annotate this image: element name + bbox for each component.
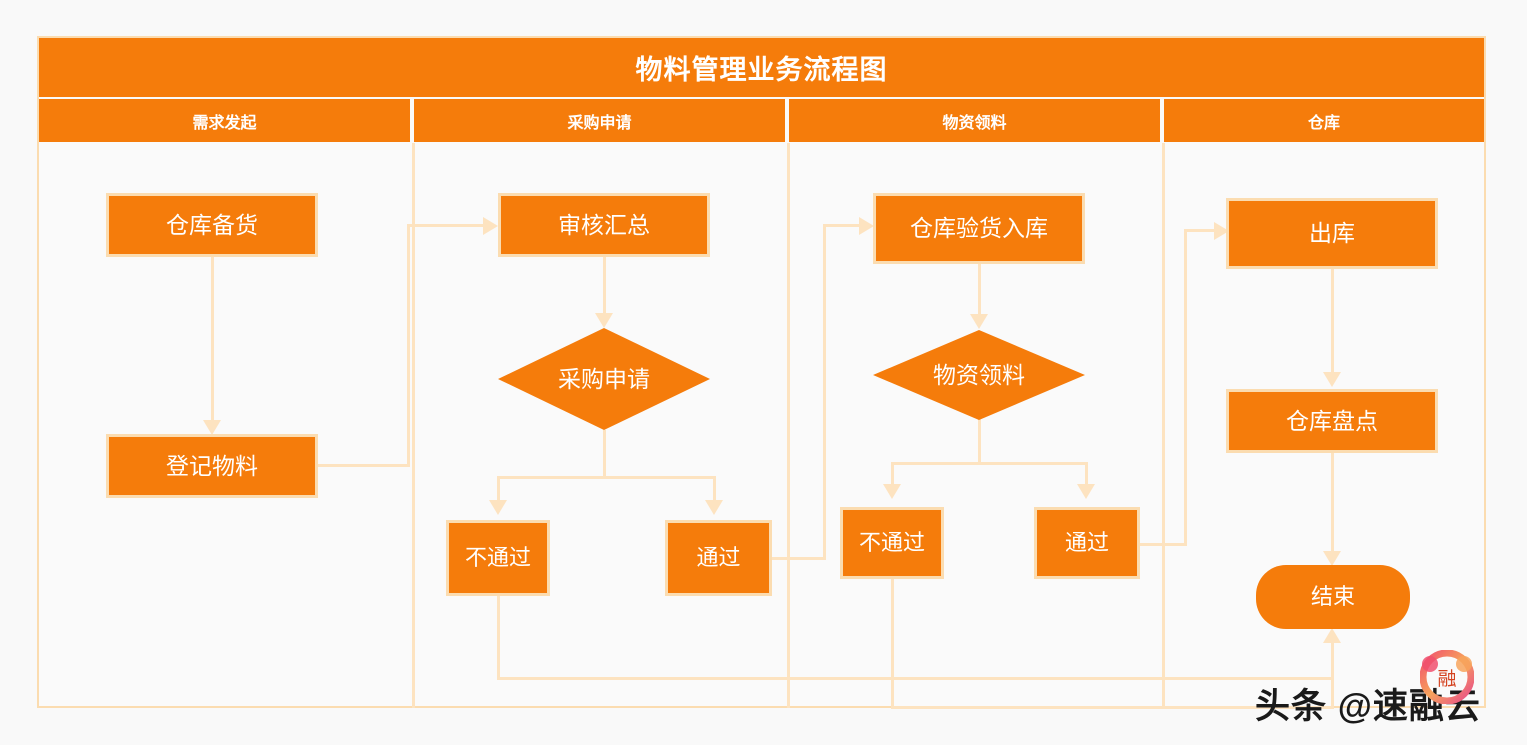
edge-line-n4-splitbar bbox=[497, 476, 715, 479]
edge-line-n2-n3-a bbox=[318, 464, 410, 467]
lane-divider-2 bbox=[787, 143, 790, 708]
node-register-material[interactable]: 登记物料 bbox=[106, 434, 318, 498]
lane-header-warehouse: 仓库 bbox=[1164, 99, 1484, 142]
edge-line-n4-split bbox=[603, 430, 606, 478]
node-outbound[interactable]: 出库 bbox=[1226, 198, 1438, 269]
edge-arrow-n4-n6 bbox=[705, 500, 723, 515]
lane-header-material: 物资领料 bbox=[789, 99, 1160, 142]
node-warehouse-stock[interactable]: 仓库备货 bbox=[106, 193, 318, 257]
diamond-shape-icon bbox=[498, 328, 710, 430]
edge-arrow-n6-n7 bbox=[859, 217, 874, 235]
diagram-title: 物料管理业务流程图 bbox=[39, 38, 1484, 97]
edge-arrow-n7-n8 bbox=[970, 314, 988, 329]
edge-line-n4-n6 bbox=[713, 476, 716, 503]
lane-divider-1 bbox=[412, 143, 415, 708]
node-purchase-approved[interactable]: 通过 bbox=[665, 520, 772, 596]
edge-arrow-n11-n12 bbox=[1323, 372, 1341, 387]
node-review-summary[interactable]: 审核汇总 bbox=[498, 193, 710, 257]
edge-line-n11-n12 bbox=[1331, 269, 1334, 374]
node-purchase-rejected[interactable]: 不通过 bbox=[446, 520, 550, 596]
node-requisition-rejected[interactable]: 不通过 bbox=[840, 507, 944, 579]
svg-text:融: 融 bbox=[1437, 668, 1456, 690]
edge-line-n10-n11-b bbox=[1184, 229, 1187, 546]
edge-arrow-n8-n9 bbox=[883, 484, 901, 499]
edge-line-n6-n7-b bbox=[823, 224, 826, 560]
node-material-requisition-decision[interactable]: 物资领料 bbox=[873, 330, 1085, 420]
edge-line-n6-n7-c bbox=[823, 224, 861, 227]
diagram-frame bbox=[37, 36, 1486, 708]
edge-line-n3-n4 bbox=[603, 257, 606, 315]
edge-line-n10-n11-c bbox=[1184, 229, 1216, 232]
edge-line-n9-end-a bbox=[891, 578, 894, 709]
node-purchase-request-label: 采购申请 bbox=[558, 365, 650, 392]
edge-line-end-up bbox=[1331, 640, 1334, 708]
edge-line-n7-n8 bbox=[978, 264, 981, 316]
edge-line-n8-n10 bbox=[1085, 462, 1088, 486]
node-material-requisition-label: 物资领料 bbox=[933, 361, 1025, 388]
lane-header-purchase: 采购申请 bbox=[414, 99, 785, 142]
lane-header-requirement: 需求发起 bbox=[39, 99, 410, 142]
node-end[interactable]: 结束 bbox=[1256, 565, 1410, 629]
edge-line-n2-n3-b bbox=[407, 224, 410, 467]
lane-divider-3 bbox=[1162, 143, 1165, 708]
edge-line-n4-n5 bbox=[497, 476, 500, 503]
edge-line-n5-end-b bbox=[497, 677, 1334, 680]
edge-arrow-n1-n2 bbox=[203, 420, 221, 435]
watermark-logo-icon: 融 bbox=[1420, 650, 1474, 704]
edge-line-n6-n7-a bbox=[772, 557, 826, 560]
lane-header-row: 需求发起 采购申请 物资领料 仓库 bbox=[39, 99, 1484, 142]
edge-arrow-n3-n4 bbox=[595, 313, 613, 328]
node-requisition-approved[interactable]: 通过 bbox=[1034, 507, 1140, 579]
edge-line-n5-end-a bbox=[497, 596, 500, 680]
edge-arrow-n8-n10 bbox=[1077, 484, 1095, 499]
node-warehouse-inspection-inbound[interactable]: 仓库验货入库 bbox=[873, 193, 1085, 264]
edge-line-n1-n2 bbox=[211, 257, 214, 422]
edge-arrow-n4-n5 bbox=[489, 500, 507, 515]
node-purchase-request-decision[interactable]: 采购申请 bbox=[498, 328, 710, 430]
edge-arrow-n10-n11 bbox=[1214, 222, 1229, 240]
edge-line-n2-n3-c bbox=[407, 224, 485, 227]
edge-arrow-n2-n3 bbox=[483, 217, 498, 235]
edge-arrow-end-up bbox=[1323, 628, 1341, 643]
edge-line-n8-n9 bbox=[891, 462, 894, 486]
edge-line-n8-splitbar bbox=[891, 462, 1087, 465]
edge-line-n10-n11-a bbox=[1140, 543, 1187, 546]
edge-arrow-n12-n13 bbox=[1323, 551, 1341, 566]
watermark-text: 头条 @速融云 bbox=[1255, 687, 1481, 726]
node-warehouse-inventory-count[interactable]: 仓库盘点 bbox=[1226, 389, 1438, 453]
edge-line-n8-split bbox=[978, 419, 981, 464]
diamond-shape-icon bbox=[873, 330, 1085, 420]
edge-line-n12-n13 bbox=[1331, 452, 1334, 553]
edge-line-n9-end-b bbox=[891, 706, 1334, 709]
